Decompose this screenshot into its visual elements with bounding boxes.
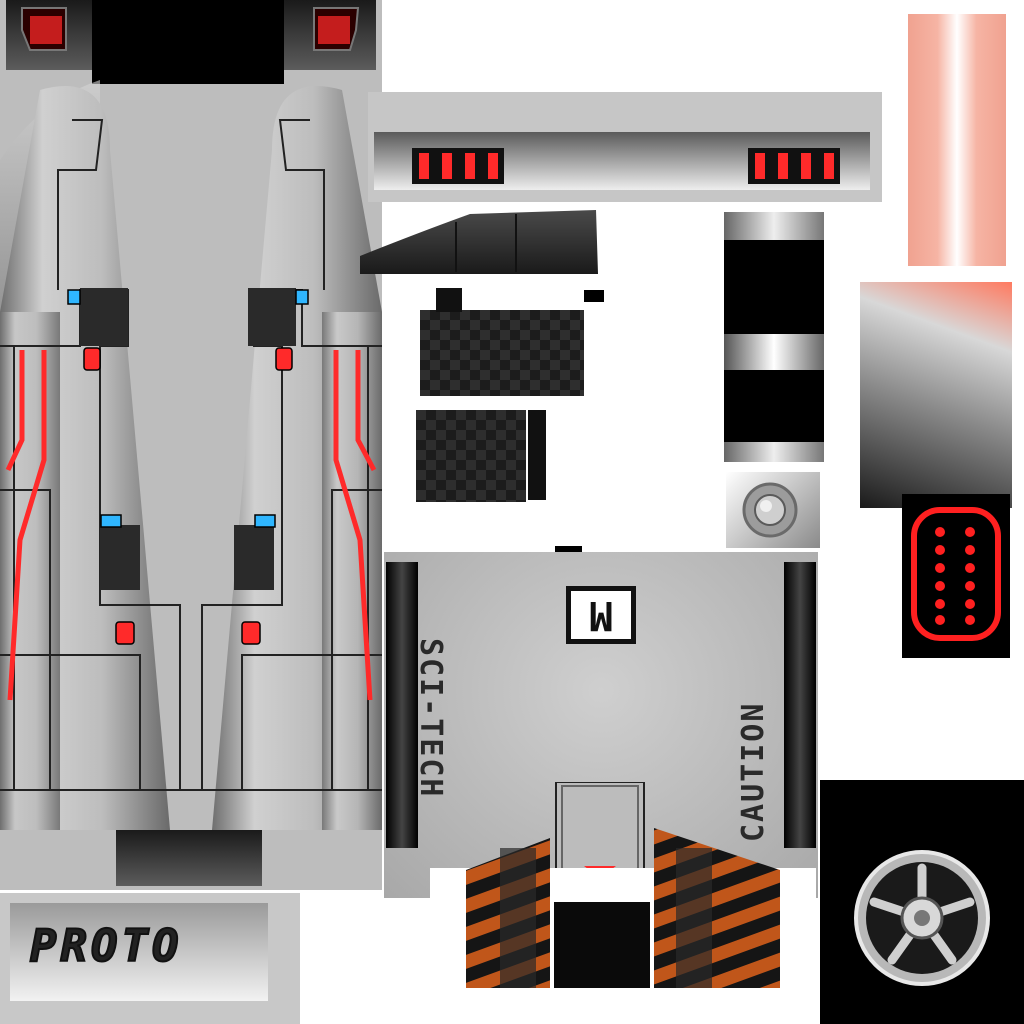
red-led-panel [902,494,1010,658]
roof-light-bar [368,92,882,202]
tail-light-icon [21,7,67,51]
red-light-cluster [748,148,840,184]
side-text-left: SCI-TECH [413,638,448,799]
badge-m: M [566,586,636,644]
dark-wedge-part [360,208,600,278]
side-rail-left [386,562,418,848]
indicator-light-icon [295,289,309,305]
carbon-tab [584,290,604,302]
carbon-strip [528,410,546,500]
side-text-right: CAUTION [736,701,771,842]
hood-panel: M SCI-TECH CAUTION [384,552,818,898]
body-side-panel [0,0,382,890]
gradient-panel [860,282,1012,508]
brand-text: PROTO [29,920,183,973]
carbon-tab [436,288,462,312]
side-rail-right [784,562,816,848]
wheel-rim-icon [820,780,1024,1024]
cylinder-part [724,212,824,462]
carbon-fiber-patch-icon [420,310,584,396]
carbon-fiber-patch-icon [416,410,526,502]
indicator-light-icon [100,514,122,528]
bolt-rivet-icon [726,472,820,548]
proto-decal: PROTO [0,893,300,1024]
beam-glow-strip [908,14,1006,266]
hazard-stripe-icon [430,828,816,998]
indicator-light-icon [67,289,81,305]
red-light-cluster [412,148,504,184]
tail-light-icon [313,7,360,51]
indicator-light-icon [254,514,276,528]
